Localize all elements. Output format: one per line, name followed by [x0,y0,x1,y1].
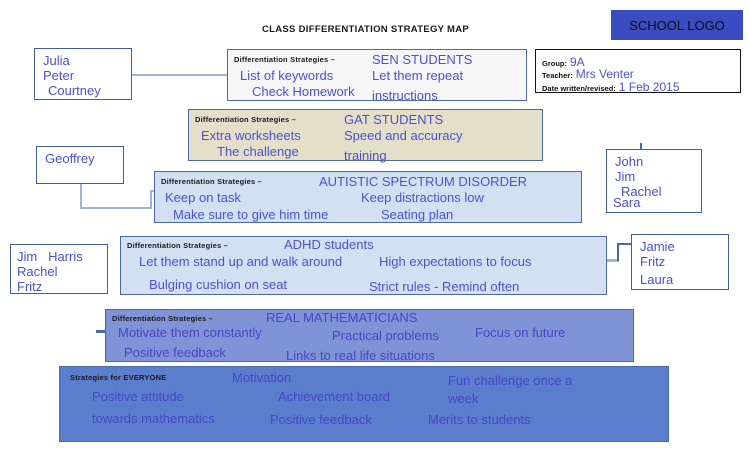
strategy-item: towards mathematics [92,411,215,426]
student-name: Jim [615,169,636,184]
category-label-asd: AUTISTIC SPECTRUM DISORDER [319,174,528,189]
strategy-item: Positive feedback [270,412,372,427]
connector-adhd-right-v [617,243,619,261]
teacher-label: Teacher: [542,71,573,80]
strategy-item: Extra worksheets [201,128,301,143]
students-box-asd-right: John Jim Rachel Sara [606,149,702,213]
students-box-adhd-left: Jim Harris Rachel Fritz [10,244,108,294]
strategy-item: Fun challenge once a [448,373,573,388]
connector-adhd-right-h1 [607,259,619,262]
category-label-mathematicians: REAL MATHEMATICIANS [266,310,418,325]
teacher-value: Mrs Venter [575,67,634,81]
strategy-item: Let them repeat [372,68,464,83]
student-name: Jim Harris [11,249,107,264]
strategy-item: Focus on future [475,325,566,340]
students-box-asd-left: Geoffrey [36,146,124,184]
info-row-teacher: Teacher:Mrs Venter [542,65,634,83]
strategy-item: Make sure to give him time [173,207,329,222]
strategy-item: Achievement board [278,389,391,404]
connector-asd-left-v1 [80,184,82,208]
strategy-item: List of keywords [240,68,334,83]
strategy-item: Keep on task [165,190,241,205]
strategy-item: Check Homework [252,84,355,99]
student-name: Jamie [640,239,675,254]
date-value: 1 Feb 2015 [618,80,680,94]
category-label-gat: GAT STUDENTS [344,112,444,127]
category-label-sen: SEN STUDENTS [372,52,473,67]
strategy-header: Differentiation Strategies – [234,55,336,64]
strategy-header: Differentiation Strategies – [112,314,214,323]
info-row-date: Date written/revised:1 Feb 2015 [542,78,680,96]
strategy-box-adhd: Differentiation Strategies – ADHD studen… [120,236,607,295]
strategy-header: Differentiation Strategies – [161,177,263,186]
student-name: Fritz [640,254,666,269]
strategy-item: Links to real life situations [286,348,435,363]
strategy-item: Motivate them constantly [118,325,262,340]
strategy-header: Differentiation Strategies – [195,115,297,124]
strategy-box-gat: Differentiation Strategies – GAT STUDENT… [188,109,543,163]
strategy-item: Merits to students [428,412,531,427]
school-logo: SCHOOL LOGO [611,10,743,40]
connector-asd-right [640,143,642,153]
strategy-box-mathematicians: Differentiation Strategies – REAL MATHEM… [105,309,634,363]
strategy-item: Motivation [232,370,292,385]
strategy-item: training [344,148,387,163]
strategy-box-everyone: Strategies for EVERYONE Positive attitud… [59,366,669,442]
strategy-item: Positive attitude [92,389,184,404]
group-value: 9A [570,55,585,69]
strategy-box-asd: Differentiation Strategies – AUTISTIC SP… [154,171,582,223]
connector-asd-left-v2 [150,190,152,209]
connector-mathematicians-left [96,330,106,333]
connector-adhd-right-h2 [617,243,633,245]
strategy-item: The challenge [217,144,299,159]
strategy-item: Practical problems [332,328,439,343]
student-name-part: Jim [17,249,38,264]
strategy-item: High expectations to focus [379,254,532,269]
category-label-adhd: ADHD students [284,237,374,252]
connector-asd-left-h [80,207,152,209]
strategy-item: Positive feedback [124,345,226,360]
strategy-item: Keep distractions low [361,190,484,205]
strategy-item: Speed and accuracy [344,128,463,143]
class-info-box: Group:9A Teacher:Mrs Venter Date written… [535,49,741,96]
strategy-item: week [448,391,479,406]
strategy-item: Let them stand up and walk around [139,254,343,269]
strategy-item: Seating plan [381,207,454,222]
student-name: Julia [43,53,70,68]
strategy-header: Differentiation Strategies – [127,241,229,250]
connector-sen [131,74,227,76]
group-label: Group: [542,59,567,68]
student-name: Laura [640,272,674,287]
student-name-part: Harris [48,249,83,264]
strategy-item: Strict rules - Remind often [369,279,520,294]
student-name: Geoffrey [45,151,95,166]
student-name: Rachel [621,184,662,199]
student-name: Peter [43,68,75,83]
student-name: Rachel [17,264,58,279]
school-logo-label: SCHOOL LOGO [629,17,725,33]
student-name: Sara [613,195,641,210]
strategy-item: Bulging cushion on seat [149,277,288,292]
student-name: Courtney [48,83,101,98]
page-title: CLASS DIFFERENTIATION STRATEGY MAP [262,24,470,35]
student-name: Fritz [17,279,43,294]
info-row-group: Group:9A [542,53,585,71]
strategy-box-sen: Differentiation Strategies – SEN STUDENT… [227,49,527,103]
strategy-item: instructions [372,88,438,103]
students-box-adhd-right: Jamie Fritz Laura [631,234,729,290]
student-name: John [615,154,644,169]
everyone-header: Strategies for EVERYONE [70,373,167,382]
date-label: Date written/revised: [542,84,616,93]
students-box-sen: Julia Peter Courtney [34,48,132,100]
